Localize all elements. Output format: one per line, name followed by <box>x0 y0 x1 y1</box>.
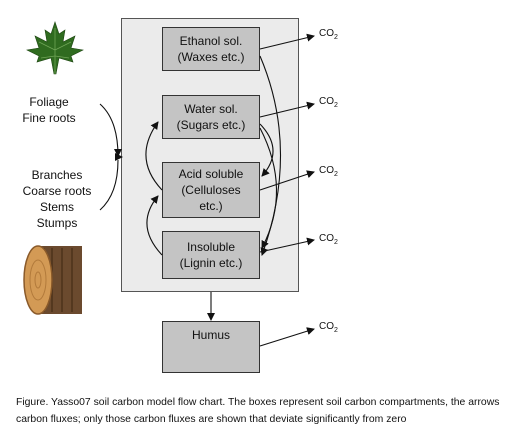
pool-acid-soluble: Acid soluble (Celluloses etc.) <box>162 162 260 218</box>
co2-arrow-ethanol <box>259 33 315 50</box>
arrow-insoluble-to-acid <box>146 195 163 256</box>
pool-acid-line3: etc.) <box>199 199 223 213</box>
arrow-acid-to-water <box>145 121 163 191</box>
pool-humus: Humus <box>162 321 260 373</box>
input-branches: Branches <box>31 168 83 182</box>
pool-water-line2: (Sugars etc.) <box>176 118 246 132</box>
co2-label-ethanol: CO2 <box>319 28 338 41</box>
co2-label-acid: CO2 <box>319 165 338 178</box>
arrow-ethanol-to-insoluble <box>259 55 282 256</box>
pool-water-soluble: Water sol. (Sugars etc.) <box>162 95 260 139</box>
pool-insoluble: Insoluble (Lignin etc.) <box>162 231 260 279</box>
co2-label-insoluble: CO2 <box>319 233 338 246</box>
arrow-water-to-acid <box>259 123 274 177</box>
maple-leaf-icon <box>26 21 84 75</box>
co2-arrow-acid <box>259 170 315 191</box>
co2-arrow-humus <box>259 327 315 347</box>
pool-insoluble-line1: Insoluble <box>186 240 236 254</box>
pool-acid-line1: Acid soluble <box>178 167 244 181</box>
arrow-water-to-insoluble <box>259 127 278 249</box>
input-coarse-roots: Coarse roots <box>22 184 92 198</box>
pool-ethanol-soluble: Ethanol sol. (Waxes etc.) <box>162 27 260 71</box>
co2-arrow-water <box>259 101 315 118</box>
pool-insoluble-line2: (Lignin etc.) <box>179 256 243 270</box>
pool-humus-label: Humus <box>191 328 230 342</box>
input-arrow-woody <box>99 159 119 211</box>
input-stumps: Stumps <box>36 216 78 230</box>
co2-label-humus: CO2 <box>319 321 338 334</box>
input-fine-roots: Fine roots <box>22 111 76 125</box>
figure-caption: Figure. Yasso07 soil carbon model flow c… <box>16 397 500 425</box>
pool-ethanol-line2: (Waxes etc.) <box>177 50 245 64</box>
co2-label-water: CO2 <box>319 96 338 109</box>
input-stems: Stems <box>39 200 74 214</box>
pool-acid-line2: (Celluloses <box>181 183 241 197</box>
co2-arrow-insoluble <box>259 237 315 253</box>
pool-water-line1: Water sol. <box>184 102 238 116</box>
pool-ethanol-line1: Ethanol sol. <box>179 34 243 48</box>
carbon-flow-diagram: Foliage Fine roots Branches Coarse roots… <box>6 18 338 373</box>
input-label-woody: Branches Coarse roots Stems Stumps <box>10 167 104 231</box>
input-arrow-foliage <box>99 103 122 157</box>
input-label-foliage: Foliage Fine roots <box>6 94 92 126</box>
input-foliage: Foliage <box>29 95 69 109</box>
log-icon <box>23 245 82 315</box>
flux-arrows <box>99 33 315 347</box>
